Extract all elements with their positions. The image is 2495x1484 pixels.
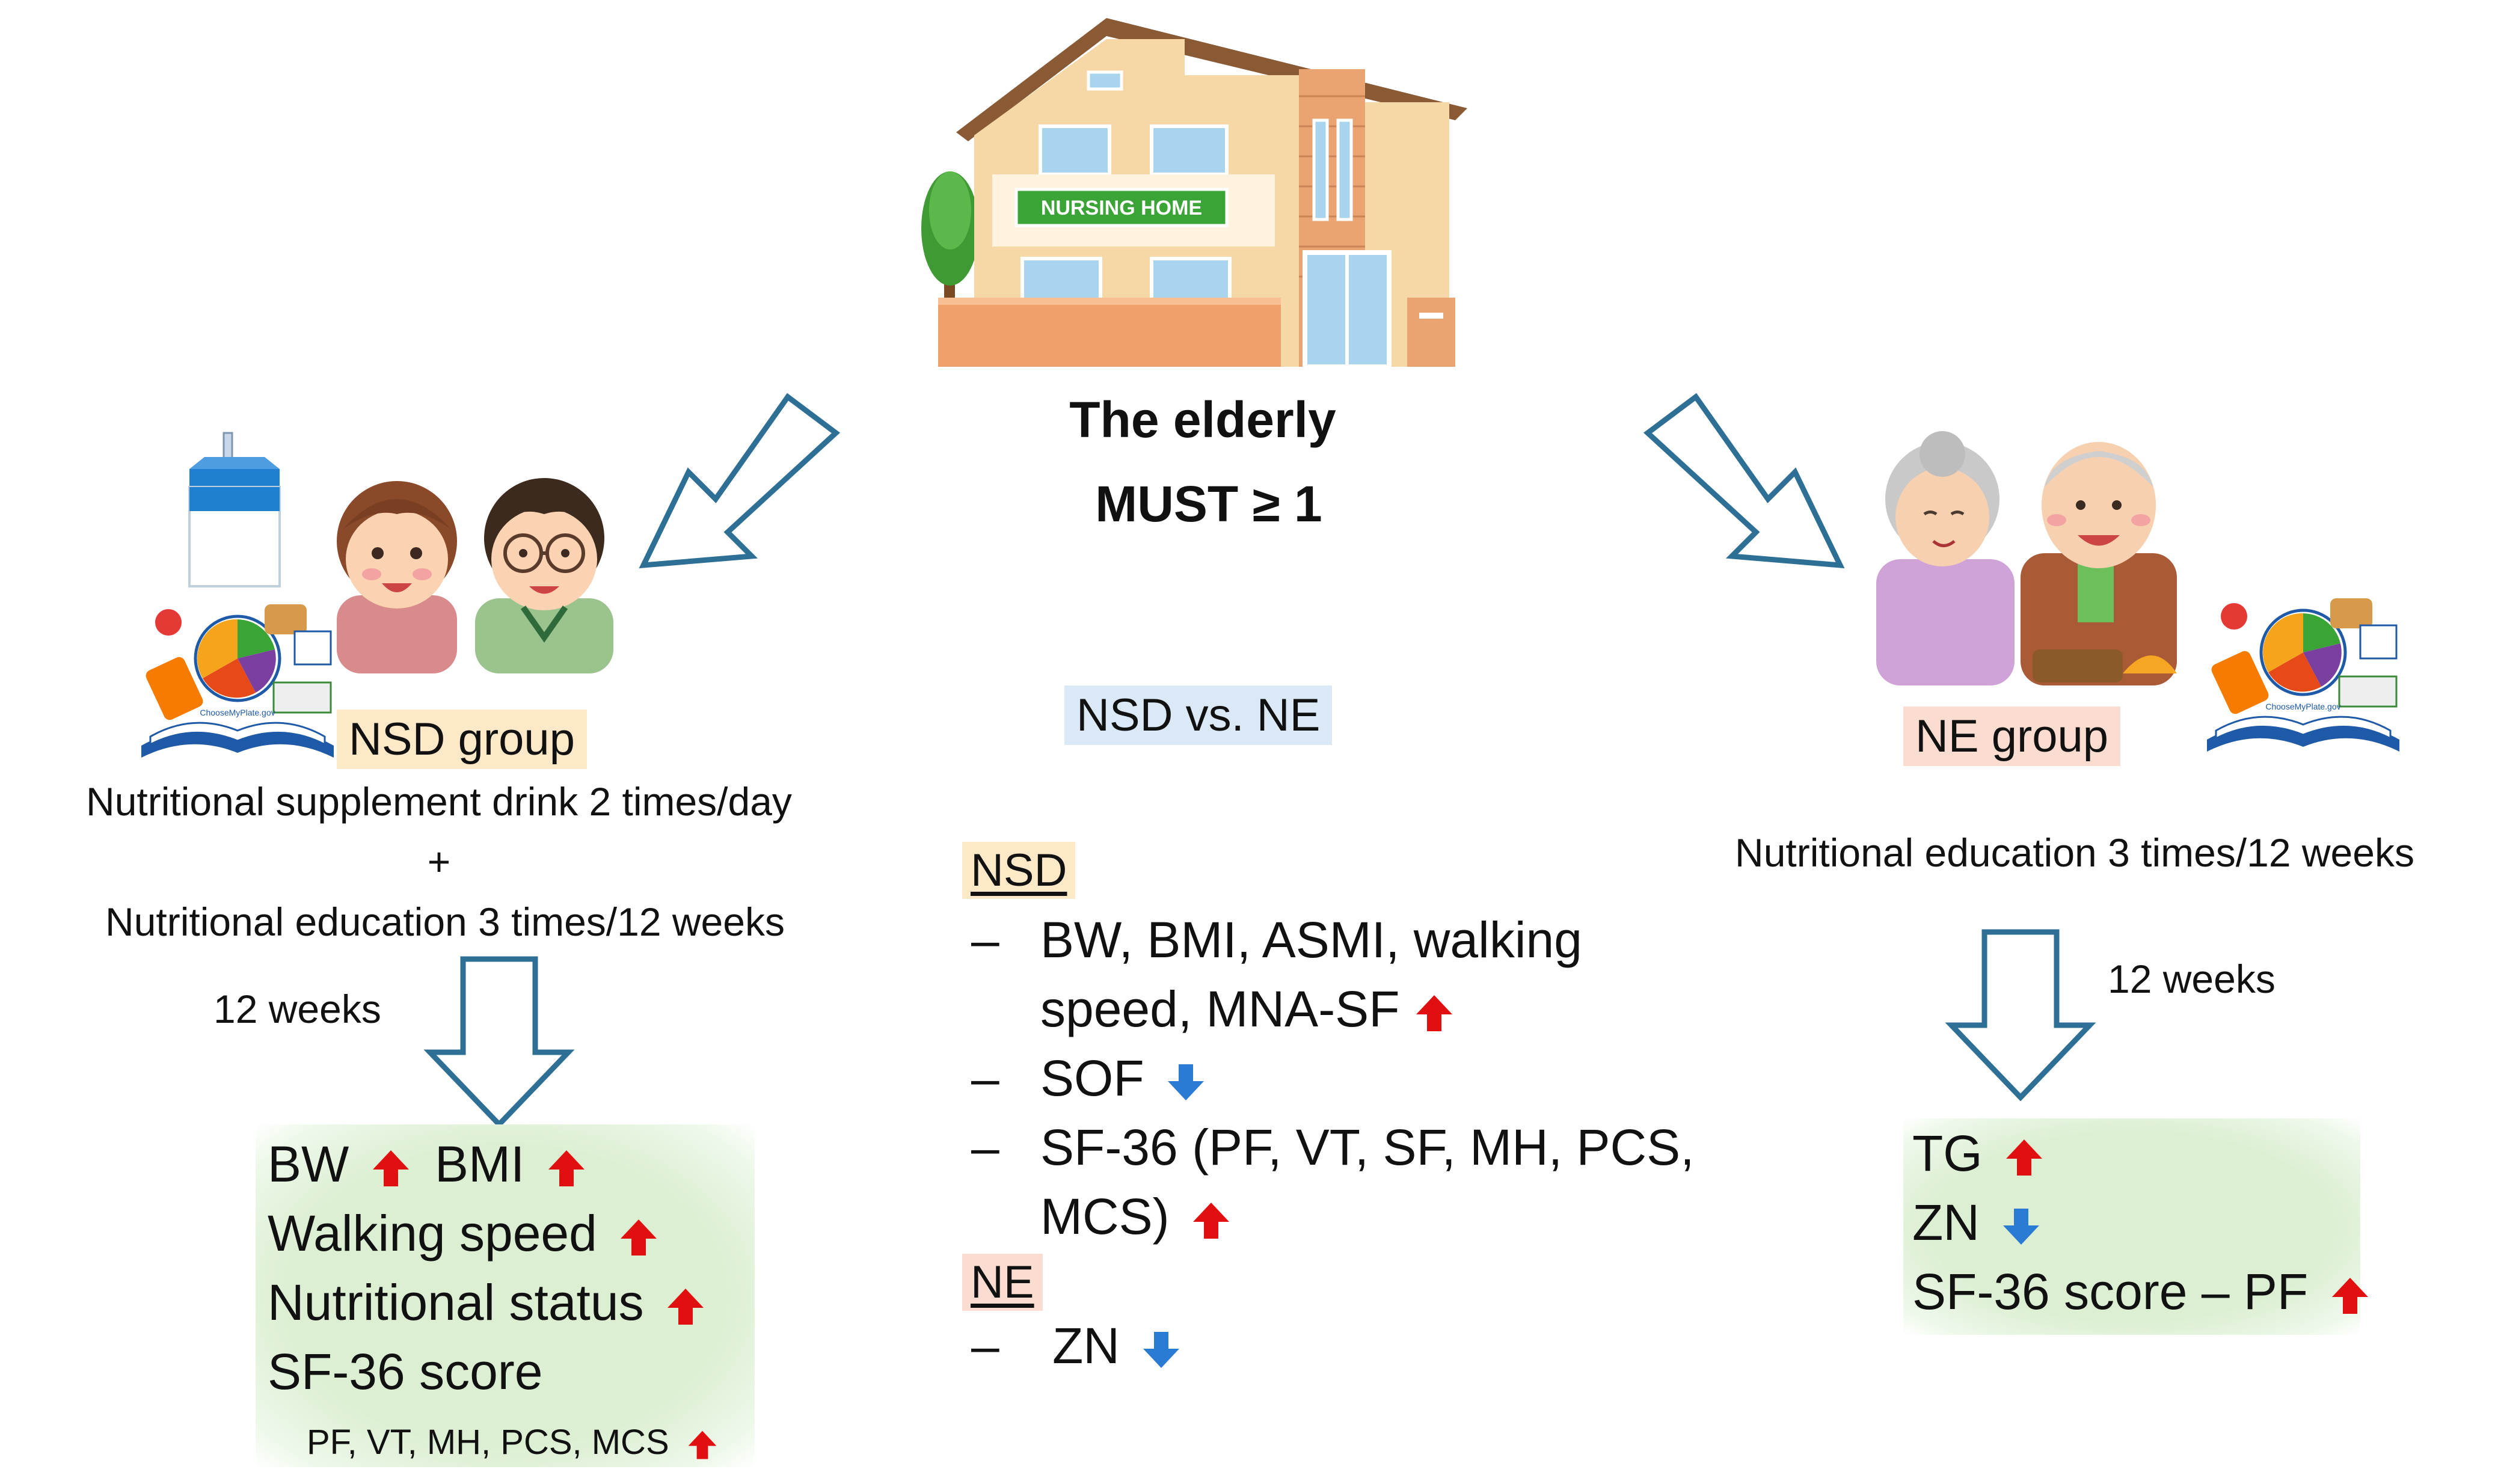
nutrition-book-icon: ChooseMyPlate.gov xyxy=(141,604,334,758)
dash: – xyxy=(971,1050,999,1106)
elderly-couple-icon xyxy=(1876,431,2177,685)
couple-icon xyxy=(337,478,613,673)
ne-desc: Nutritional education 3 times/12 weeks xyxy=(1735,830,2414,875)
up-arrow-icon xyxy=(372,1150,409,1186)
ne-duration: 12 weeks xyxy=(2108,957,2276,1001)
up-arrow-icon xyxy=(667,1288,704,1325)
ne-heading: NE xyxy=(962,1254,1043,1311)
title-line1: The elderly xyxy=(1069,391,1336,448)
building-icon: NURSING HOME xyxy=(921,18,1467,369)
ne-group-label: NE group xyxy=(1903,707,2121,766)
outcome-sf36: SF-36 score xyxy=(268,1343,543,1400)
plate-label-left: ChooseMyPlate.gov xyxy=(200,708,275,717)
plate-label-right: ChooseMyPlate.gov xyxy=(2265,702,2340,711)
nsd-item-1: BW, BMI, ASMI, walking xyxy=(1040,912,1582,968)
down-arrow-icon xyxy=(2003,1208,2040,1245)
nsd-item-5: MCS) xyxy=(1040,1188,1170,1245)
outcome-zn: ZN xyxy=(1912,1194,1980,1251)
ne-outcomes-box xyxy=(1903,1118,2360,1335)
title-line2: MUST ≥ 1 xyxy=(1095,476,1322,532)
up-arrow-icon xyxy=(2006,1139,2042,1176)
up-arrow-icon xyxy=(621,1219,657,1256)
up-arrow-icon xyxy=(688,1430,717,1459)
nsd-duration: 12 weeks xyxy=(213,987,381,1031)
nutrition-book-icon: ChooseMyPlate.gov xyxy=(2207,598,2399,752)
dash: – xyxy=(971,912,999,968)
outcome-sf36-pf: SF-36 score – PF xyxy=(1912,1263,2309,1320)
nsd-outcomes-box xyxy=(256,1124,755,1467)
up-arrow-icon xyxy=(548,1150,585,1186)
comparison-label: NSD vs. NE xyxy=(1064,685,1333,745)
nsd-heading: NSD xyxy=(962,842,1076,899)
dash: – xyxy=(971,1317,999,1374)
outcome-tg: TG xyxy=(1912,1125,1983,1182)
dash: – xyxy=(971,1119,999,1176)
nsd-item-3: SOF xyxy=(1040,1050,1144,1106)
up-arrow-icon xyxy=(1192,1202,1229,1239)
up-arrow-icon xyxy=(1416,995,1452,1031)
nsd-plus: + xyxy=(427,839,451,884)
nsd-desc-line2: Nutritional education 3 times/12 weeks xyxy=(105,900,785,944)
down-outline-arrow-left xyxy=(423,956,575,1129)
outcome-nutritional-status: Nutritional status xyxy=(268,1274,644,1331)
down-arrow-icon xyxy=(1168,1064,1205,1100)
milk-carton-icon xyxy=(188,432,281,587)
arrow-to-ne-icon xyxy=(1643,393,1845,569)
nsd-group-label: NSD group xyxy=(337,710,587,769)
down-arrow-icon xyxy=(1143,1331,1180,1368)
outcome-bmi: BMI xyxy=(435,1136,525,1192)
outcome-walking-speed: Walking speed xyxy=(268,1205,597,1262)
building-sign: NURSING HOME xyxy=(1041,197,1202,219)
nsd-item-2: speed, MNA-SF xyxy=(1040,981,1400,1037)
down-outline-arrow-right xyxy=(1945,929,2096,1102)
ne-item-1: ZN xyxy=(1052,1317,1120,1374)
nsd-item-4: SF-36 (PF, VT, SF, MH, PCS, xyxy=(1040,1119,1695,1176)
arrow-to-nsd-icon xyxy=(639,393,841,569)
outcome-bw: BW xyxy=(268,1136,349,1192)
up-arrow-icon xyxy=(2331,1277,2368,1314)
nsd-desc-line1: Nutritional supplement drink 2 times/day xyxy=(86,779,792,824)
outcome-sf36-detail: PF, VT, MH, PCS, MCS xyxy=(307,1423,669,1462)
